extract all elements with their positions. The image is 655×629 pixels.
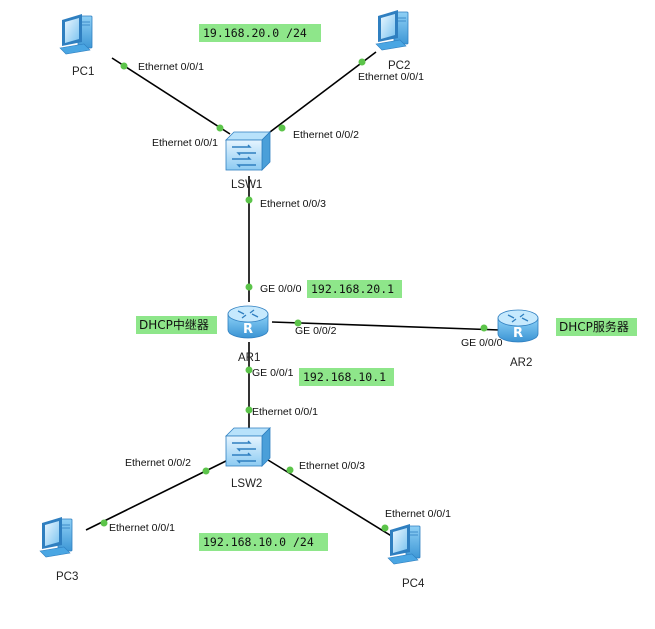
port-dot[interactable] — [202, 467, 210, 475]
link-ar1-ar2[interactable] — [271, 321, 501, 331]
port-label: Ethernet 0/0/1 — [385, 508, 451, 520]
port-dots — [100, 58, 488, 532]
pc-icon[interactable] — [59, 13, 93, 55]
port-dot[interactable] — [381, 524, 389, 532]
note-box[interactable] — [556, 318, 637, 336]
pc-icon[interactable] — [39, 516, 73, 558]
link-pc2-lsw1[interactable] — [269, 51, 377, 133]
port-dot[interactable] — [278, 124, 286, 132]
port-dot[interactable] — [245, 406, 253, 414]
port-label: GE 0/0/1 — [252, 367, 294, 379]
switch-icon[interactable] — [225, 427, 271, 467]
link-pc1-lsw1[interactable] — [111, 57, 231, 135]
device-label-pc3: PC3 — [56, 571, 78, 583]
port-label: Ethernet 0/0/3 — [260, 198, 326, 210]
port-dot[interactable] — [216, 124, 224, 132]
note-dhcp-server: DHCP服务器 — [559, 319, 629, 334]
port-label: GE 0/0/0 — [260, 283, 302, 295]
port-dot[interactable] — [358, 58, 366, 66]
port-dot[interactable] — [245, 366, 253, 374]
note-dhcp-relay: DHCP中继器 — [139, 317, 209, 332]
port-label: GE 0/0/0 — [461, 337, 503, 349]
note-box[interactable] — [299, 368, 394, 386]
port-label: Ethernet 0/0/1 — [252, 406, 318, 418]
note-box[interactable] — [307, 280, 402, 298]
router-icon[interactable] — [227, 305, 269, 339]
port-label: Ethernet 0/0/1 — [152, 137, 218, 149]
note-box[interactable] — [136, 316, 217, 334]
device-label-pc4: PC4 — [402, 578, 425, 590]
device-label-lsw2: LSW2 — [231, 478, 262, 490]
port-label: Ethernet 0/0/3 — [299, 460, 365, 472]
switch-icon[interactable] — [225, 131, 271, 171]
device-label-pc1: PC1 — [72, 66, 94, 78]
port-dot[interactable] — [286, 466, 294, 474]
device-label-pc2: PC2 — [388, 60, 410, 72]
device-label-ar1: AR1 — [238, 352, 260, 364]
port-dot[interactable] — [100, 519, 108, 527]
router-icon[interactable] — [497, 309, 539, 343]
note-box[interactable] — [199, 24, 321, 42]
port-dot[interactable] — [245, 196, 253, 204]
device-label-lsw1: LSW1 — [231, 179, 262, 191]
port-dot[interactable] — [480, 324, 488, 332]
port-dot[interactable] — [245, 283, 253, 291]
port-dot[interactable] — [120, 62, 128, 70]
note-box[interactable] — [199, 533, 328, 551]
notes: 19.168.20.0 /24 192.168.20.1 DHCP中继器 DHC… — [136, 24, 637, 551]
port-labels: Ethernet 0/0/1 Ethernet 0/0/1 Ethernet 0… — [109, 61, 503, 534]
port-label: GE 0/0/2 — [295, 325, 337, 337]
pc-icon[interactable] — [387, 523, 421, 565]
note-subnet-10: 192.168.10.0 /24 — [203, 535, 314, 549]
note-subnet-20: 19.168.20.0 /24 — [203, 26, 307, 40]
pc-icon[interactable] — [375, 9, 409, 51]
port-label: Ethernet 0/0/2 — [125, 457, 191, 469]
note-gateway-20: 192.168.20.1 — [311, 282, 394, 296]
port-label: Ethernet 0/0/1 — [138, 61, 204, 73]
port-label: Ethernet 0/0/2 — [293, 129, 359, 141]
device-labels: PC1 PC2 LSW1 AR1 AR2 LSW2 PC3 PC4 — [56, 60, 532, 590]
port-dot[interactable] — [294, 319, 302, 327]
port-label: Ethernet 0/0/1 — [109, 522, 175, 534]
device-label-ar2: AR2 — [510, 357, 532, 369]
note-gateway-10: 192.168.10.1 — [303, 370, 386, 384]
port-label: Ethernet 0/0/1 — [358, 71, 424, 83]
